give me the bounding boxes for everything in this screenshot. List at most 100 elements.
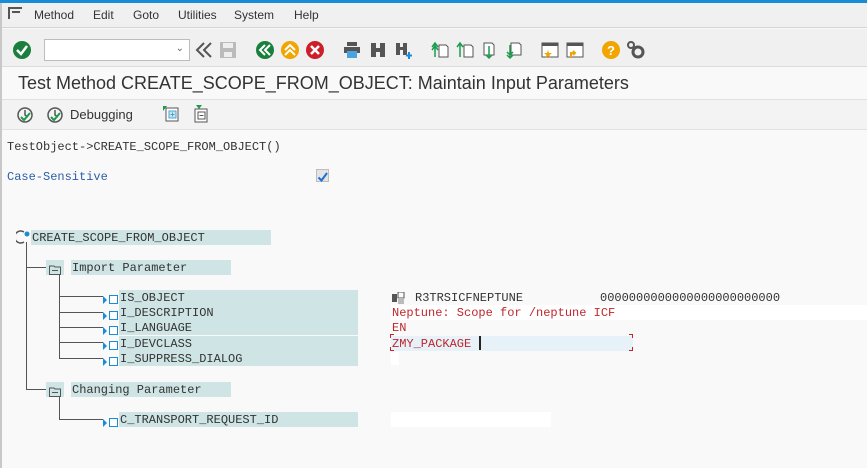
- last-page-icon[interactable]: [505, 40, 525, 60]
- menu-system[interactable]: System: [234, 8, 275, 22]
- i-description-value: Neptune: Scope for /neptune ICF: [392, 306, 616, 320]
- focus-corner: [390, 347, 394, 351]
- i-description-input[interactable]: [391, 305, 867, 320]
- tree-line-branch: [59, 342, 103, 343]
- menu-edit[interactable]: Edit: [93, 8, 114, 22]
- settings-gear-icon[interactable]: [626, 40, 646, 60]
- tree-line-branch: [59, 312, 103, 313]
- parameter-arrow-icon[interactable]: [103, 415, 119, 433]
- tree-node-root[interactable]: [31, 230, 271, 245]
- next-page-icon[interactable]: [480, 40, 500, 60]
- text-cursor: [479, 336, 481, 350]
- parameter-arrow-icon[interactable]: [103, 338, 119, 356]
- tree-line-branch: [59, 296, 103, 297]
- parameter-arrow-icon[interactable]: [103, 308, 119, 326]
- parameter-arrow-icon[interactable]: [103, 292, 119, 310]
- expand-all-button[interactable]: [162, 105, 180, 128]
- parameter-arrow-icon[interactable]: [103, 354, 119, 372]
- command-field[interactable]: ⌄: [44, 39, 190, 61]
- tree-node-changing-parameter[interactable]: [71, 382, 231, 397]
- param-name: IS_OBJECT: [120, 291, 185, 305]
- debugging-label: Debugging: [70, 107, 133, 122]
- menu-goto[interactable]: Goto: [133, 8, 160, 22]
- tree-line-root: [26, 242, 27, 390]
- chevron-down-icon[interactable]: ⌄: [175, 43, 184, 54]
- expand-subtree-icon: [163, 106, 179, 122]
- enter-icon[interactable]: [12, 40, 32, 60]
- svg-text:?: ?: [607, 43, 615, 58]
- collapse-all-button[interactable]: [192, 105, 210, 128]
- create-session-icon[interactable]: [540, 40, 560, 60]
- param-row-i-language[interactable]: [119, 320, 358, 335]
- focus-corner: [629, 334, 633, 338]
- title-divider: [2, 99, 867, 100]
- param-name: I_SUPPRESS_DIALOG: [120, 352, 243, 366]
- tree-line-branch: [59, 358, 103, 359]
- debugging-button[interactable]: [46, 106, 141, 124]
- exit-icon[interactable]: [280, 40, 300, 60]
- application-toolbar: Debugging: [2, 100, 867, 130]
- menu-bar: Method Edit Goto Utilities System Help: [2, 3, 867, 28]
- c-transport-request-id-input[interactable]: [391, 412, 551, 427]
- collapse-subtree-icon: [194, 105, 208, 123]
- find-next-icon[interactable]: [394, 40, 414, 60]
- param-name: I_DEVCLASS: [120, 337, 193, 351]
- menu-utilities[interactable]: Utilities: [178, 8, 217, 22]
- param-name: C_TRANSPORT_REQUEST_ID: [120, 413, 279, 427]
- import-parameter-label: Import Parameter: [72, 261, 188, 275]
- menu-icon[interactable]: [8, 7, 22, 19]
- tree-line-import-children: [59, 274, 60, 359]
- tree-line-branch: [59, 327, 103, 328]
- is-object-value[interactable]: R3TRSICFNEPTUNE: [415, 291, 524, 305]
- case-sensitive-checkbox[interactable]: [316, 169, 329, 183]
- changing-parameter-label: Changing Parameter: [72, 383, 202, 397]
- param-row-c-transport-request-id[interactable]: [119, 412, 358, 427]
- structure-icon[interactable]: [392, 291, 406, 309]
- i-suppress-dialog-checkbox[interactable]: [391, 352, 399, 365]
- first-page-icon[interactable]: [430, 40, 450, 60]
- i-devclass-input[interactable]: [391, 336, 633, 351]
- param-row-i-description[interactable]: [119, 305, 358, 320]
- checkmark-icon: [317, 172, 328, 183]
- folder-icon[interactable]: [49, 384, 61, 402]
- execute-clock-icon: [17, 107, 33, 123]
- window-top-border: [0, 0, 867, 3]
- menu-help[interactable]: Help: [294, 8, 319, 22]
- param-row-i-suppress-dialog[interactable]: [119, 351, 358, 366]
- case-sensitive-label: Case-Sensitive: [7, 170, 108, 184]
- shortcut-icon[interactable]: [565, 40, 585, 60]
- focus-corner: [390, 334, 394, 338]
- find-icon[interactable]: [368, 40, 388, 60]
- folder-icon[interactable]: [49, 262, 61, 280]
- cancel-icon[interactable]: [305, 40, 325, 60]
- tree-line-changing: [26, 389, 46, 390]
- help-icon[interactable]: ?: [601, 40, 621, 60]
- menu-method[interactable]: Method: [34, 8, 75, 22]
- param-name: I_LANGUAGE: [120, 321, 193, 335]
- i-language-value[interactable]: EN: [392, 321, 407, 335]
- param-row-is-object[interactable]: [119, 290, 358, 305]
- back-icon[interactable]: [255, 40, 275, 60]
- root-node-label: CREATE_SCOPE_FROM_OBJECT: [32, 231, 205, 245]
- debug-clock-icon: [47, 107, 63, 123]
- save-icon[interactable]: [218, 40, 238, 60]
- collapse-double-chevron-icon[interactable]: [194, 40, 214, 60]
- param-name: I_DESCRIPTION: [120, 306, 214, 320]
- call-signature: TestObject->CREATE_SCOPE_FROM_OBJECT(): [7, 140, 281, 154]
- print-icon[interactable]: [342, 40, 362, 60]
- focus-corner: [629, 347, 633, 351]
- i-devclass-value: ZMY_PACKAGE: [392, 337, 472, 351]
- is-object-extra: 0000000000000000000000000: [600, 291, 781, 305]
- previous-page-icon[interactable]: [455, 40, 475, 60]
- parameter-arrow-icon[interactable]: [103, 323, 119, 341]
- standard-toolbar: ⌄ ?: [2, 29, 867, 67]
- tree-node-import-parameter[interactable]: [71, 260, 231, 275]
- param-row-i-devclass[interactable]: [119, 336, 358, 351]
- method-node-icon: [14, 230, 30, 249]
- window-left-border: [0, 3, 2, 468]
- tree-line-branch: [59, 419, 103, 420]
- tree-line-import: [26, 267, 46, 268]
- execute-button[interactable]: [16, 106, 34, 129]
- page-title: Test Method CREATE_SCOPE_FROM_OBJECT: Ma…: [18, 73, 629, 93]
- tree-line-changing-children: [59, 396, 60, 419]
